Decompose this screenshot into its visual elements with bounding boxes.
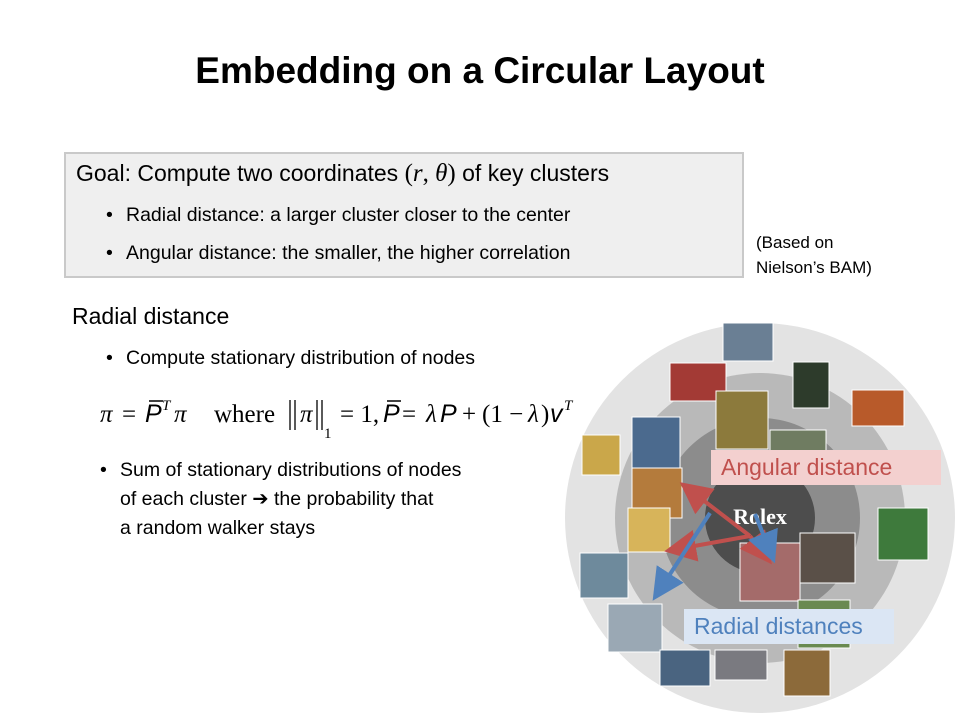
def-T: T — [564, 398, 574, 414]
thumb-racecar — [851, 389, 905, 427]
radial-arrow — [652, 511, 712, 601]
sum-line2-text: of each cluster — [120, 488, 247, 510]
sum-line1: • Sum of stationary distributions of node… — [100, 456, 461, 485]
thumb-racecar — [722, 322, 774, 362]
goal-bullet-radial-text: Radial distance: a larger cluster closer… — [126, 204, 571, 226]
def-plus: + — [462, 401, 476, 428]
norm-eq: = 1, — [340, 401, 379, 428]
thumb-watch — [581, 434, 621, 476]
goal-bullet-angular: • Angular distance: the smaller, the high… — [106, 242, 570, 265]
norm-sub: 1 — [324, 426, 332, 442]
circular-layout-svg: Rolex — [565, 322, 955, 713]
goal-coords: (r, θ) — [404, 160, 456, 187]
right-arrow-icon: ➔ — [252, 488, 269, 510]
def-v: v — [550, 400, 564, 428]
thumb-horse — [877, 507, 929, 561]
angular-arrow — [679, 482, 752, 538]
bullet-dot: • — [106, 347, 113, 369]
def-P2: P — [440, 400, 457, 428]
thumb-car — [607, 603, 663, 653]
thumb-watch — [627, 507, 671, 553]
bullet-dot: • — [100, 459, 107, 481]
stationary-bullet: • Compute stationary distribution of node… — [106, 347, 475, 370]
goal-box: Goal: Compute two coordinates (r, θ) of … — [64, 152, 744, 278]
formula-eq: = — [122, 401, 136, 428]
thumb-car — [659, 649, 711, 687]
sum-line3: a random walker stays — [120, 517, 316, 539]
bullet-dot: • — [106, 204, 113, 226]
def-eq: = — [402, 401, 416, 428]
formula-pi: π — [100, 401, 114, 428]
goal-prefix: Goal: Compute two coordinates — [76, 160, 405, 186]
goal-bullet-angular-text: Angular distance: the smaller, the highe… — [126, 242, 571, 264]
norm-pi: π — [300, 401, 314, 428]
thumb-horse — [783, 649, 831, 697]
radial-heading: Radial distance — [72, 303, 230, 329]
goal-bullet-radial: • Radial distance: a larger cluster close… — [106, 204, 570, 227]
thumb-watch — [715, 390, 769, 450]
bullet-dot: • — [106, 242, 113, 264]
formula-P: P — [145, 400, 162, 428]
def-lambda2: λ — [527, 401, 539, 428]
goal-suffix: of key clusters — [455, 160, 610, 186]
sum-line1-text: Sum of stationary distributions of nodes — [120, 459, 462, 481]
def-P: P — [383, 400, 400, 428]
sum-line2b-text: the probability that — [268, 488, 434, 510]
thumb-car — [579, 552, 629, 599]
thumb-car — [714, 649, 768, 681]
thumb-horse — [799, 532, 856, 584]
source-note: (Based on Nielson’s BAM) — [756, 230, 872, 280]
def-close: ) — [541, 401, 549, 428]
radial-arrows — [652, 511, 778, 601]
circular-layout-diagram: Rolex — [560, 318, 960, 720]
def-paren: (1 − — [482, 401, 523, 428]
def-lambda: λ — [425, 401, 437, 428]
formula-T: T — [162, 398, 172, 414]
source-note-line2: Nielson’s BAM) — [756, 258, 872, 277]
stationary-bullet-text: Compute stationary distribution of nodes — [126, 347, 476, 369]
sum-bullet: • Sum of stationary distributions of node… — [100, 456, 461, 543]
slide-title: Embedding on a Circular Layout — [195, 50, 765, 91]
thumb-watch — [631, 416, 681, 473]
goal-heading: Goal: Compute two coordinates (r, θ) of … — [76, 160, 609, 188]
source-note-line1: (Based on — [756, 233, 834, 252]
angular-distance-label: Angular distance — [711, 450, 941, 485]
radial-arrow — [748, 513, 778, 564]
sum-line2: of each cluster ➔ the probability that — [100, 485, 461, 514]
formula-svg: π = P T π where π 1 = 1, P = λ P + (1 − … — [100, 398, 574, 442]
stationary-formula: π = P T π where π 1 = 1, P = λ P + (1 − … — [100, 388, 600, 448]
formula-pi2: π — [174, 401, 188, 428]
formula-where: where — [214, 401, 275, 428]
thumb-race — [792, 361, 830, 409]
radial-distances-label: Radial distances — [684, 609, 894, 644]
